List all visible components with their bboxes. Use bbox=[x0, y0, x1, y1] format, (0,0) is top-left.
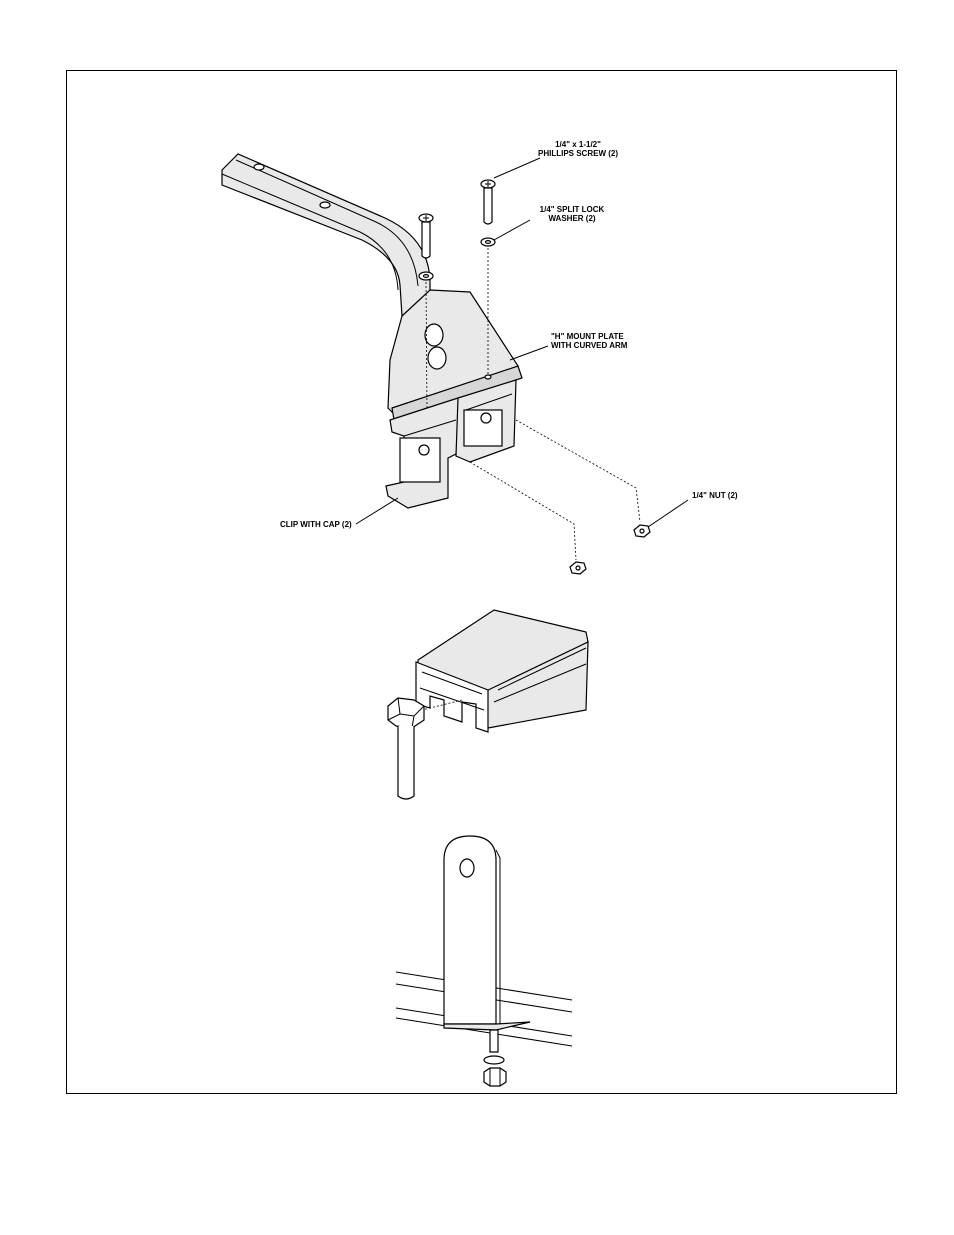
plate-callout-line2: WITH CURVED ARM bbox=[551, 341, 628, 350]
rail-bolt-figure bbox=[388, 610, 588, 799]
screw-callout-line2: PHILLIPS SCREW (2) bbox=[538, 149, 618, 158]
screw-callout-line1: 1/4" x 1-1/2" bbox=[555, 140, 601, 149]
clip-callout: CLIP WITH CAP (2) bbox=[280, 520, 352, 529]
nut-callout: 1/4" NUT (2) bbox=[692, 491, 738, 500]
hex-nut-icon bbox=[484, 1068, 506, 1086]
washer-callout-line2: WASHER (2) bbox=[548, 214, 595, 223]
tab-rail-figure bbox=[396, 836, 572, 1086]
washer-callout-line1: 1/4" SPLIT LOCK bbox=[540, 205, 605, 214]
mount-assembly-figure: 1/4" x 1-1/2" PHILLIPS SCREW (2) 1/4" SP… bbox=[222, 140, 738, 574]
hex-bolt-icon bbox=[388, 698, 424, 799]
curved-arm bbox=[222, 154, 430, 316]
plate-callout-line1: "H" MOUNT PLATE bbox=[551, 332, 624, 341]
lock-washer-icon bbox=[481, 238, 495, 246]
phillips-screw-icon bbox=[481, 180, 495, 224]
lock-washer-icon bbox=[419, 272, 433, 280]
hex-nut-icon bbox=[570, 562, 586, 574]
lock-washer-icon bbox=[484, 1056, 504, 1064]
hex-nut-icon bbox=[634, 525, 650, 537]
